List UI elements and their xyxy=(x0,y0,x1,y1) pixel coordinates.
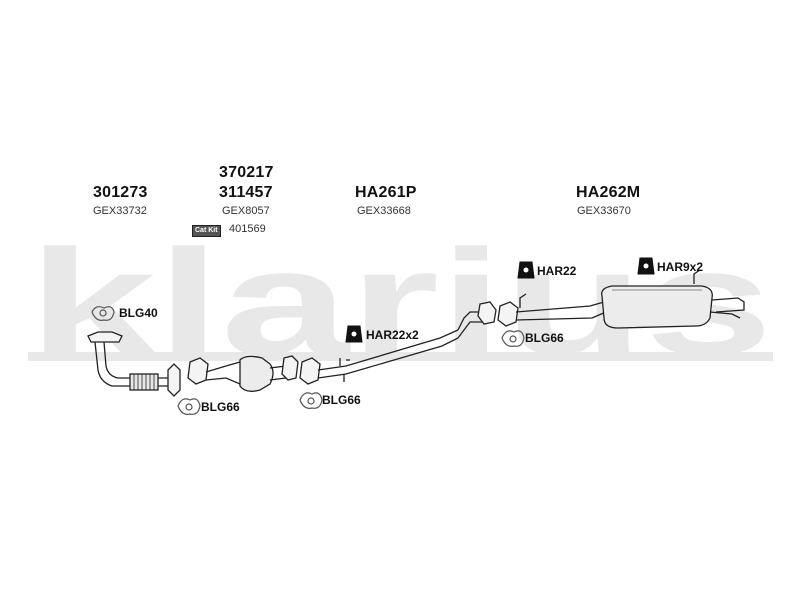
rubber-mount-icon xyxy=(345,325,363,343)
fitting-label: BLG66 xyxy=(322,393,361,407)
cat-kit-badge: Cat Kit xyxy=(192,225,221,237)
fitting-label: HAR22 xyxy=(537,264,577,278)
fitting-label: BLG40 xyxy=(119,306,158,320)
part-ref: GEX8057 xyxy=(222,205,270,217)
fitting-label: HAR22x2 xyxy=(366,328,419,342)
gasket-icon xyxy=(177,398,201,415)
fitting-label: HAR9x2 xyxy=(657,260,704,274)
watermark-underline xyxy=(28,352,773,361)
front-pipe xyxy=(87,331,181,397)
part-code: 370217 xyxy=(219,164,274,181)
fitting-label: BLG66 xyxy=(525,331,564,345)
part-code: 301273 xyxy=(93,184,148,201)
gasket-icon xyxy=(91,306,115,321)
catalytic-converter xyxy=(187,355,299,392)
cat-kit-code: 401569 xyxy=(229,223,266,235)
part-code: HA262M xyxy=(576,184,641,201)
gasket-icon xyxy=(501,330,525,347)
gasket-icon xyxy=(299,392,323,409)
centre-silencer-pipe xyxy=(299,301,497,385)
rubber-mount-icon xyxy=(517,261,535,279)
part-ref: GEX33670 xyxy=(577,205,631,217)
part-ref: GEX33732 xyxy=(93,205,147,217)
fitting-label: BLG66 xyxy=(201,400,240,414)
rear-silencer xyxy=(497,269,745,329)
rubber-mount-icon xyxy=(637,257,655,275)
part-code: HA261P xyxy=(355,184,417,201)
part-ref: GEX33668 xyxy=(357,205,411,217)
part-code: 311457 xyxy=(219,184,273,201)
